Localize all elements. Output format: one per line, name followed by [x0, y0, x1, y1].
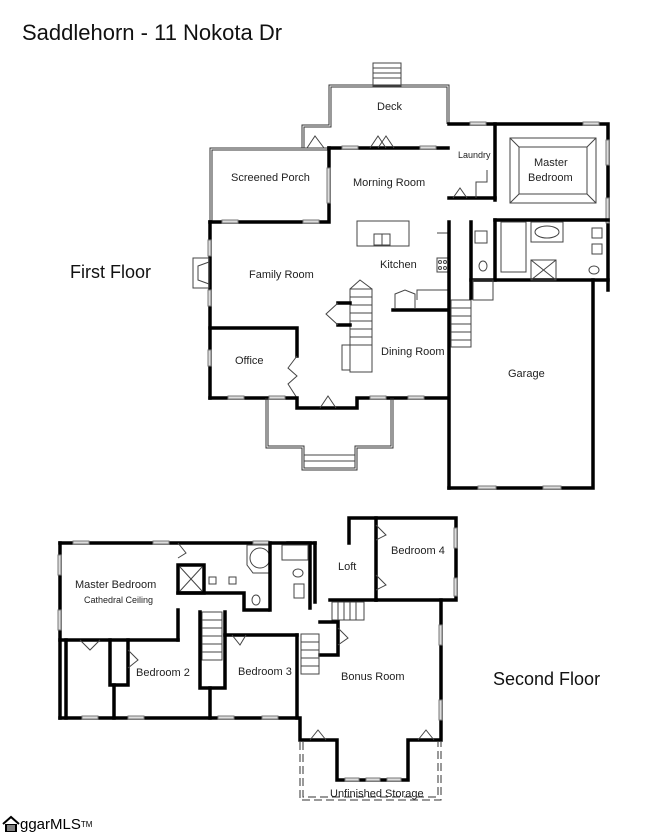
house-icon	[2, 815, 20, 832]
room-label-cathedral-ceiling: Cathedral Ceiling	[84, 595, 153, 605]
master-wing-walls	[447, 121, 610, 301]
second-floor-label: Second Floor	[493, 669, 601, 689]
room-label-morning-room: Morning Room	[353, 177, 425, 189]
room-label-bedroom-3: Bedroom 3	[238, 666, 292, 678]
deck-outline	[301, 62, 450, 148]
room-label-dining-room: Dining Room	[381, 346, 445, 358]
room-label-master-bedroom-1: Master	[534, 157, 568, 169]
room-label-master-bedroom-2: Bedroom	[528, 172, 573, 184]
logo-text: ggarMLS	[20, 815, 81, 833]
logo-trademark: TM	[80, 819, 93, 829]
room-label-screened-porch: Screened Porch	[231, 172, 310, 184]
room-label-family-room: Family Room	[249, 269, 314, 281]
room-label-deck: Deck	[377, 101, 403, 113]
room-label-office: Office	[235, 355, 264, 367]
second-floor-walls	[57, 516, 458, 801]
second-floor-plan: Master Bedroom Cathedral Ceiling Loft Be…	[57, 516, 458, 801]
room-label-bonus-room: Bonus Room	[341, 671, 405, 683]
first-floor-label: First Floor	[70, 262, 151, 282]
screened-porch-outline	[208, 146, 331, 224]
first-floor-plan: Deck Screened Porch Morning Room Laundry…	[192, 62, 610, 490]
first-floor-walls	[192, 135, 472, 490]
room-label-unfinished-storage: Unfinished Storage	[330, 788, 424, 800]
room-label-kitchen: Kitchen	[380, 259, 417, 271]
room-label-upper-master-bedroom: Master Bedroom	[75, 579, 156, 591]
page-title: Saddlehorn - 11 Nokota Dr	[22, 20, 283, 45]
room-label-bedroom-4: Bedroom 4	[391, 545, 445, 557]
room-label-loft: Loft	[338, 561, 356, 573]
room-label-garage: Garage	[508, 368, 545, 380]
room-label-bedroom-2: Bedroom 2	[136, 667, 190, 679]
room-label-laundry: Laundry	[458, 150, 491, 160]
garage-walls	[447, 278, 595, 490]
